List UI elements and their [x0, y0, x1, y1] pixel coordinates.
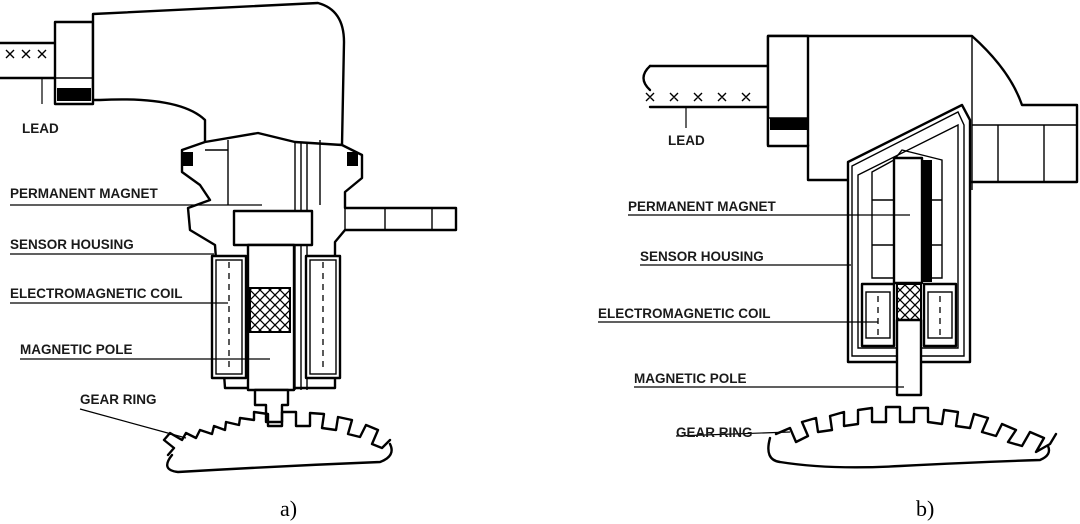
label-sensor-housing-a: SENSOR HOUSING	[10, 237, 134, 252]
permanent-magnet-b	[892, 156, 932, 285]
elbow-body-a	[91, 1, 346, 147]
label-sensor-housing-b: SENSOR HOUSING	[640, 249, 764, 264]
label-gear-ring-a: GEAR RING	[80, 392, 157, 407]
figure-a: LEAD PERMANENT MAGNET SENSOR HOUSING ELE…	[0, 1, 458, 521]
label-permanent-magnet-a: PERMANENT MAGNET	[10, 186, 159, 201]
figure-b: LEAD PERMANENT MAGNET SENSOR HOUSING ELE…	[598, 34, 1079, 521]
labels-b: LEAD PERMANENT MAGNET SENSOR HOUSING ELE…	[598, 107, 910, 440]
label-magnetic-pole-b: MAGNETIC POLE	[634, 371, 747, 386]
magnetic-pole-a	[246, 243, 296, 424]
label-lead-b: LEAD	[668, 133, 705, 148]
lead-cable-b	[642, 64, 770, 109]
housing-top-b	[766, 34, 1079, 196]
magnetic-pole-b	[895, 283, 923, 397]
lead-clip-b	[770, 118, 807, 130]
coil-a	[210, 254, 342, 380]
permanent-magnet-a	[232, 209, 314, 247]
gear-ring-b	[767, 405, 1058, 469]
label-permanent-magnet-b: PERMANENT MAGNET	[628, 199, 777, 214]
label-electromagnetic-coil-b: ELECTROMAGNETIC COIL	[598, 306, 771, 321]
label-magnetic-pole-a: MAGNETIC POLE	[20, 342, 133, 357]
gear-ring-a	[162, 410, 393, 474]
lead-cable-a	[0, 20, 95, 106]
caption-b: b)	[916, 496, 934, 521]
label-electromagnetic-coil-a: ELECTROMAGNETIC COIL	[10, 286, 183, 301]
labels-a: LEAD PERMANENT MAGNET SENSOR HOUSING ELE…	[10, 78, 270, 439]
label-lead-a: LEAD	[22, 121, 59, 136]
label-gear-ring-b: GEAR RING	[676, 425, 753, 440]
coil-b	[860, 282, 958, 348]
lead-clip-a	[57, 88, 91, 101]
caption-a: a)	[280, 496, 297, 521]
